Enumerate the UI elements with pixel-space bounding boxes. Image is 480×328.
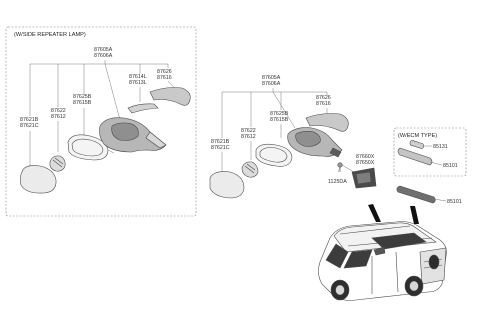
label-cap-2: 87616 [316, 101, 331, 107]
label-actuator-2: 87615B [270, 117, 289, 123]
label-glass-2: 87621C [211, 145, 230, 151]
right-mirror-group: 87605A 87606A 87626 87616 87625B 87615B … [209, 75, 377, 199]
wheel [330, 279, 350, 301]
vehicle-illustration [318, 204, 447, 301]
label-lamp: 85131 [433, 144, 448, 150]
label-screw: 1125DA [328, 179, 347, 185]
label-glass-2: 87621C [20, 123, 39, 129]
pointer-arrow-side [368, 204, 381, 222]
glass-holder-part [49, 155, 66, 172]
label-actuator-1: 87625B [73, 94, 92, 100]
label-assy-1: 87605A [94, 47, 113, 53]
label-cover-2: 87613L [129, 80, 147, 86]
actuator-part [67, 134, 115, 161]
label-cap-1: 87626 [157, 69, 172, 75]
label-mirror: 85101 [443, 163, 458, 169]
inside-mirror-part [396, 185, 436, 204]
label-inside-mirror: 85101 [447, 199, 462, 205]
pointer-arrow-inside [410, 206, 419, 224]
label-assy-2: 87606A [94, 53, 113, 59]
screw-part [337, 162, 343, 172]
scalp-cap-part [149, 87, 191, 106]
mirror-housing-part [99, 117, 167, 153]
actuator-part [255, 143, 293, 167]
label-assy-1: 87605A [262, 75, 281, 81]
ecm-mirror-part [397, 147, 433, 166]
label-cap-1: 87626 [316, 95, 331, 101]
wheel [404, 275, 424, 297]
ecm-type-box: (W/ECM TYPE) 85131 85101 [393, 127, 467, 177]
box-title: (W/SIDE REPEATER LAMP) [14, 32, 86, 38]
map-lamp-part [409, 140, 425, 149]
label-assy-2: 87606A [262, 81, 281, 87]
label-trim-2: 87650X [356, 160, 375, 166]
label-cover-1: 87614L [129, 74, 147, 80]
label-glass-holder-1: 87622 [241, 128, 256, 134]
scalp-cap-part [305, 113, 349, 132]
delta-trim-part [351, 167, 377, 189]
mirror-glass-part [19, 165, 57, 194]
label-actuator-2: 87615B [73, 100, 92, 106]
label-actuator-1: 87625B [270, 111, 289, 117]
label-cap-2: 87616 [157, 75, 172, 81]
label-glass-holder-2: 87612 [241, 134, 256, 140]
label-glass-1: 87621B [20, 117, 39, 123]
mirror-glass-part [209, 171, 245, 199]
label-glass-1: 87621B [211, 139, 230, 145]
label-trim-1: 87660X [356, 154, 375, 160]
wheel [428, 254, 440, 270]
dashed-border [5, 26, 197, 217]
left-leader-lines [29, 60, 179, 168]
dashed-border [393, 127, 467, 177]
glass-holder-part [241, 161, 259, 178]
side-repeater-lamp-box: (W/SIDE REPEATER LAMP) 87605A 87606A 876… [5, 26, 197, 217]
mirror-housing-part [287, 127, 343, 158]
box-title: (W/ECM TYPE) [398, 133, 437, 139]
inside-mirror-group: 85101 [396, 185, 462, 205]
label-glass-holder-1: 87622 [51, 108, 66, 114]
label-glass-holder-2: 87612 [51, 114, 66, 120]
lamp-cover-part [127, 103, 159, 114]
